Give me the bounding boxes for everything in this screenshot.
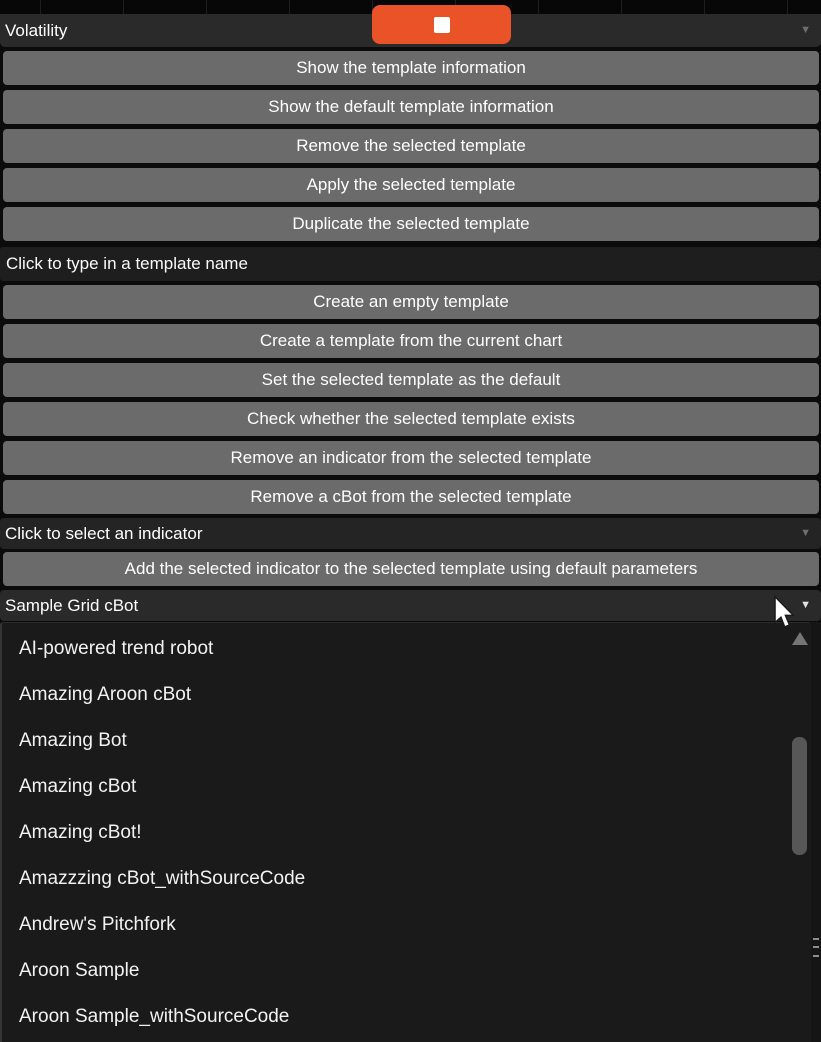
cbot-combo-value: Sample Grid cBot	[5, 595, 139, 615]
chevron-down-icon: ▼	[800, 599, 811, 611]
add-indicator-to-template-button[interactable]: Add the selected indicator to the select…	[3, 552, 819, 586]
cbot-list-item[interactable]: Amazing Bot	[19, 730, 127, 751]
cbot-list-item[interactable]: Andrew's Pitchfork	[19, 914, 176, 935]
background-mark	[813, 946, 819, 948]
set-default-template-button[interactable]: Set the selected template as the default	[3, 363, 819, 397]
scroll-up-icon[interactable]	[792, 632, 808, 645]
show-default-template-info-button[interactable]: Show the default template information	[3, 90, 819, 124]
cbot-combo[interactable]: Sample Grid cBot ▼	[0, 590, 821, 621]
remove-indicator-from-template-button[interactable]: Remove an indicator from the selected te…	[3, 441, 819, 475]
cbot-list-item[interactable]: AI-powered trend robot	[19, 638, 214, 659]
apply-selected-template-button[interactable]: Apply the selected template	[3, 168, 819, 202]
check-template-exists-button[interactable]: Check whether the selected template exis…	[3, 402, 819, 436]
template-name-input[interactable]	[0, 247, 821, 281]
stop-icon	[433, 16, 450, 33]
cbot-list-item[interactable]: Amazing cBot	[19, 776, 137, 797]
cbot-list-item[interactable]: Amazing Aroon cBot	[19, 684, 192, 705]
cbot-list-item[interactable]: Amazing cBot!	[19, 822, 142, 843]
indicator-combo[interactable]: Click to select an indicator ▼	[0, 518, 821, 549]
remove-selected-template-button[interactable]: Remove the selected template	[3, 129, 819, 163]
create-template-from-chart-button[interactable]: Create a template from the current chart	[3, 324, 819, 358]
background-mark	[813, 955, 819, 957]
chevron-down-icon: ▼	[800, 24, 811, 36]
background-mark	[813, 938, 819, 940]
cbot-dropdown-list: AI-powered trend robot Amazing Aroon cBo…	[0, 622, 811, 1042]
scrollbar-thumb[interactable]	[792, 737, 807, 855]
cbot-list-item[interactable]: Aroon Sample_withSourceCode	[19, 1006, 290, 1027]
cbot-list-item[interactable]: Aroon Sample	[19, 960, 140, 981]
cbot-list-item[interactable]: Amazzzing cBot_withSourceCode	[19, 868, 306, 889]
stop-button[interactable]	[372, 5, 511, 44]
volatility-combo-value: Volatility	[5, 20, 68, 40]
duplicate-selected-template-button[interactable]: Duplicate the selected template	[3, 207, 819, 241]
chevron-down-icon: ▼	[800, 527, 811, 539]
remove-cbot-from-template-button[interactable]: Remove a cBot from the selected template	[3, 480, 819, 514]
show-template-info-button[interactable]: Show the template information	[3, 51, 819, 85]
create-empty-template-button[interactable]: Create an empty template	[3, 285, 819, 319]
indicator-combo-value: Click to select an indicator	[5, 523, 203, 543]
background-right-strip	[811, 622, 821, 1042]
